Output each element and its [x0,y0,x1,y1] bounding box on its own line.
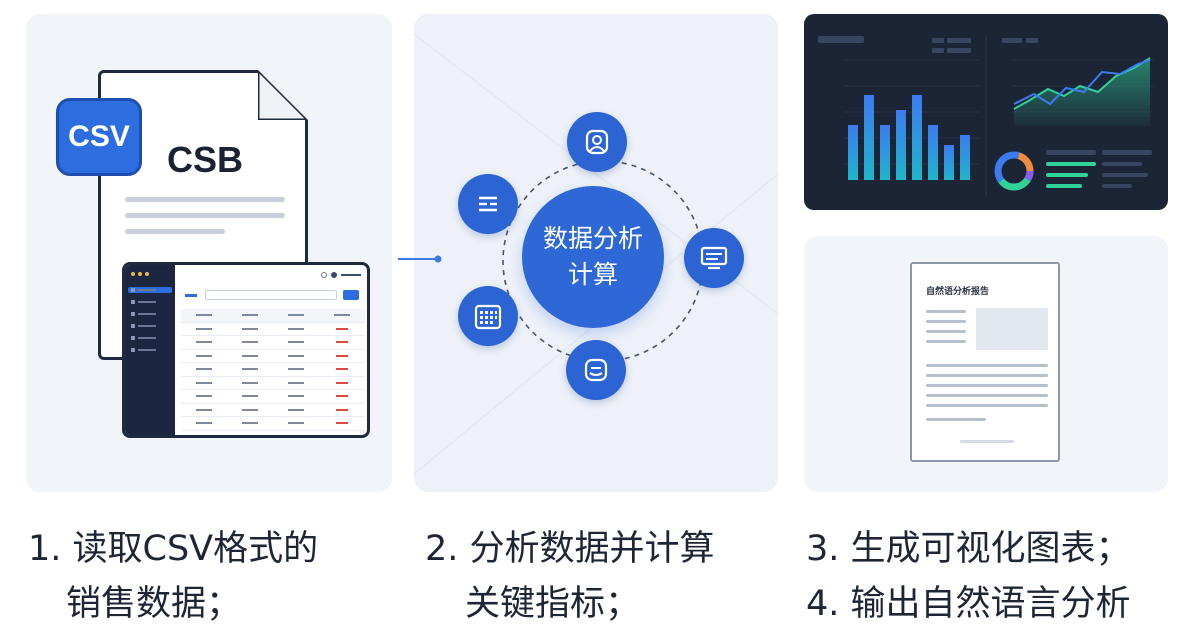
app-main [175,265,367,435]
line-chart [1012,57,1154,126]
text-line [926,384,1048,387]
app-sidebar [125,265,175,435]
text-line [125,229,225,234]
csv-badge: CSV [56,98,142,176]
step2-caption-line2: 关键指标； [465,584,641,624]
table-row [181,417,365,431]
calendar-grid-icon [458,286,518,346]
search-button [343,290,359,300]
analysis-hub: 数据分析 计算 [522,186,664,328]
step1-caption-line1: 1. 读取CSV格式的 [28,529,319,569]
text-line [926,340,966,343]
hub-label-line1: 数据分析 [542,224,643,253]
step3-caption-line2: 4. 输出自然语言分析 [806,584,1131,624]
text-line [960,440,1014,443]
document-title: CSB [167,139,244,180]
hub-label-line2: 计算 [567,260,618,289]
database-icon [566,340,626,400]
search-input [205,290,337,300]
bar [864,95,874,180]
table-row [181,390,365,404]
table-row [181,404,365,417]
user-name [341,274,361,276]
bar [880,125,890,180]
dashboard-svg [818,36,1154,196]
table-row [181,323,365,336]
avatar [331,272,337,278]
filter-label [185,294,197,297]
legend-bars [1046,150,1152,188]
step3-caption-line1: 3. 生成可视化图表； [806,529,1131,569]
analysis-report: 自然语分析报告 [910,262,1060,462]
sidebar-item [131,299,169,305]
text-line [125,213,285,218]
bar [848,125,858,180]
text-line [926,374,1048,377]
bar [896,110,906,180]
table-row [181,377,365,390]
text-line [125,197,285,202]
bar [912,95,922,180]
text-line [926,310,966,313]
table-row [181,363,365,377]
report-image [976,308,1048,350]
bar [928,125,938,180]
window-dots-icon [131,272,149,276]
text-line [926,330,966,333]
bar [944,145,954,180]
bar [960,135,970,180]
table-header-row [181,309,365,323]
donut-chart [994,151,1034,191]
dashboard-chart [804,14,1168,210]
text-line [926,364,1048,367]
text-line [926,320,966,323]
report-title: 自然语分析报告 [926,287,990,297]
gear-icon [321,272,327,278]
sidebar-item [131,323,169,329]
user-badge-icon [567,112,627,172]
table-row [181,336,365,350]
flow-arrow-icon [398,255,442,263]
sidebar-item [131,347,169,353]
text-line [926,418,986,421]
sales-table [181,309,365,431]
step2-caption-line1: 2. 分析数据并计算 [425,529,715,569]
page-fold-icon [258,70,308,120]
list-icon [458,174,518,234]
step1-caption-line2: 销售数据； [66,584,242,624]
text-line [926,394,1048,397]
text-line [926,404,1048,407]
sidebar-item [131,311,169,317]
sidebar-item [131,335,169,341]
sales-app-window [122,262,370,438]
monitor-icon [684,228,744,288]
table-row [181,350,365,363]
sidebar-item [128,287,172,293]
